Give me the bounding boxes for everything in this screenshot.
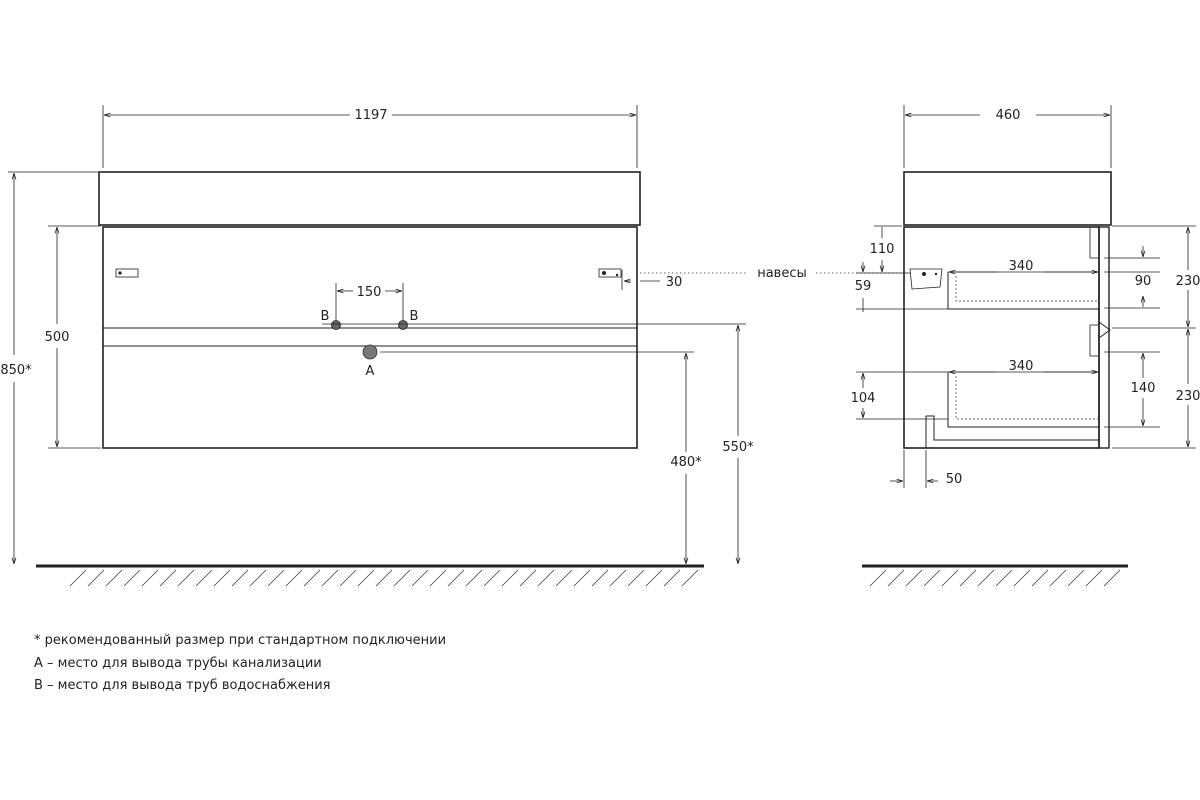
floor-hatch-line: [483, 569, 501, 587]
dim-plinth-offset: 50: [946, 472, 963, 487]
front-cabinet-body: [102, 226, 638, 449]
front-countertop: [98, 171, 641, 226]
label-b-left: B: [321, 309, 330, 324]
side-plinth: [925, 415, 1099, 448]
label-b-right: B: [410, 309, 419, 324]
dim-side-depth: 460: [996, 108, 1021, 123]
dim-drawer-bottom-height: 140: [1131, 381, 1156, 396]
dim-front-body-height: 500: [45, 330, 70, 345]
floor-hatch-line: [995, 569, 1013, 587]
note-recommended: * рекомендованный размер при стандартном…: [34, 633, 447, 648]
floor-hatch-line: [663, 569, 681, 587]
floor-hatch-line: [627, 569, 645, 587]
note-water: В – место для вывода труб водоснабжения: [34, 678, 331, 693]
note-sewer: А – место для вывода трубы канализации: [34, 655, 322, 671]
pipe-outlet-b-left: [331, 320, 341, 330]
floor-hatch-line: [285, 569, 303, 587]
pipe-outlet-a: [362, 344, 378, 360]
front-view: 1197 850* 500 150 B B A 30 480*: [0, 105, 754, 587]
floor-hatch-line: [959, 569, 977, 587]
dim-front-total-height: 850*: [0, 363, 32, 378]
notes: * рекомендованный размер при стандартном…: [34, 630, 446, 698]
side-drawer-top: [947, 272, 1099, 310]
dim-height-b: 550*: [722, 440, 754, 455]
side-drawer-notch: [1098, 321, 1111, 339]
floor-hatch-line: [393, 569, 411, 587]
floor-hatch-line: [249, 569, 267, 587]
side-floor-hatch: [869, 569, 1121, 587]
floor-hatch-line: [1049, 569, 1067, 587]
floor-hatch-line: [609, 569, 627, 587]
floor-hatch-line: [645, 569, 663, 587]
floor-hatch-line: [159, 569, 177, 587]
floor-hatch-line: [429, 569, 447, 587]
floor-hatch-line: [87, 569, 105, 587]
dim-hinge-height: 59: [855, 279, 872, 294]
label-hinges: навесы: [757, 266, 807, 281]
floor-hatch-line: [573, 569, 591, 587]
floor-hatch-line: [905, 569, 923, 587]
floor-hatch-line: [375, 569, 393, 587]
floor-hatch-line: [177, 569, 195, 587]
floor-hatch-line: [465, 569, 483, 587]
side-cabinet-body: [903, 226, 1100, 449]
floor-hatch-line: [941, 569, 959, 587]
floor-hatch-line: [141, 569, 159, 587]
floor-hatch-line: [411, 569, 429, 587]
floor-hatch-line: [1085, 569, 1103, 587]
floor-hatch-line: [923, 569, 941, 587]
side-drawer-bottom: [947, 372, 1099, 428]
floor-hatch-line: [555, 569, 573, 587]
front-hinge-right: [598, 268, 622, 278]
floor-hatch-line: [213, 569, 231, 587]
side-view: 460 навесы 110 59 340 90 230: [636, 105, 1200, 587]
label-a: A: [366, 364, 375, 379]
floor-hatch-line: [519, 569, 537, 587]
floor-hatch-line: [1103, 569, 1121, 587]
dim-drawer-bottom-offset: 104: [851, 391, 876, 406]
side-hinge: [909, 268, 943, 290]
dim-hinge-offset: 30: [666, 275, 683, 290]
floor-hatch-line: [537, 569, 555, 587]
floor-hatch-line: [105, 569, 123, 587]
dim-hinge-from-top: 110: [870, 242, 895, 257]
dim-pipe-spacing: 150: [357, 285, 382, 300]
dim-drawer-top-width: 340: [1009, 259, 1034, 274]
floor-hatch-line: [869, 569, 887, 587]
dim-drawer-top-front: 230: [1176, 274, 1200, 289]
dim-front-width: 1197: [354, 108, 387, 123]
floor-hatch-line: [123, 569, 141, 587]
floor-hatch-line: [231, 569, 249, 587]
dim-drawer-bottom-front: 230: [1176, 389, 1200, 404]
dim-height-a: 480*: [670, 455, 702, 470]
front-hinge-left: [115, 268, 139, 278]
floor-hatch-line: [447, 569, 465, 587]
dim-drawer-top-height: 90: [1135, 274, 1152, 289]
floor-hatch-line: [1031, 569, 1049, 587]
floor-hatch-line: [1013, 569, 1031, 587]
floor-hatch-line: [339, 569, 357, 587]
front-floor-hatch: [69, 569, 699, 587]
floor-hatch-line: [357, 569, 375, 587]
floor-hatch-line: [887, 569, 905, 587]
floor-hatch-line: [681, 569, 699, 587]
floor-hatch-line: [195, 569, 213, 587]
dim-drawer-bottom-width: 340: [1009, 359, 1034, 374]
side-countertop: [903, 171, 1112, 226]
floor-hatch-line: [69, 569, 87, 587]
floor-hatch-line: [591, 569, 609, 587]
floor-hatch-line: [321, 569, 339, 587]
pipe-outlet-b-right: [398, 320, 408, 330]
floor-hatch-line: [977, 569, 995, 587]
floor-hatch-line: [303, 569, 321, 587]
floor-hatch-line: [267, 569, 285, 587]
floor-hatch-line: [501, 569, 519, 587]
floor-hatch-line: [1067, 569, 1085, 587]
